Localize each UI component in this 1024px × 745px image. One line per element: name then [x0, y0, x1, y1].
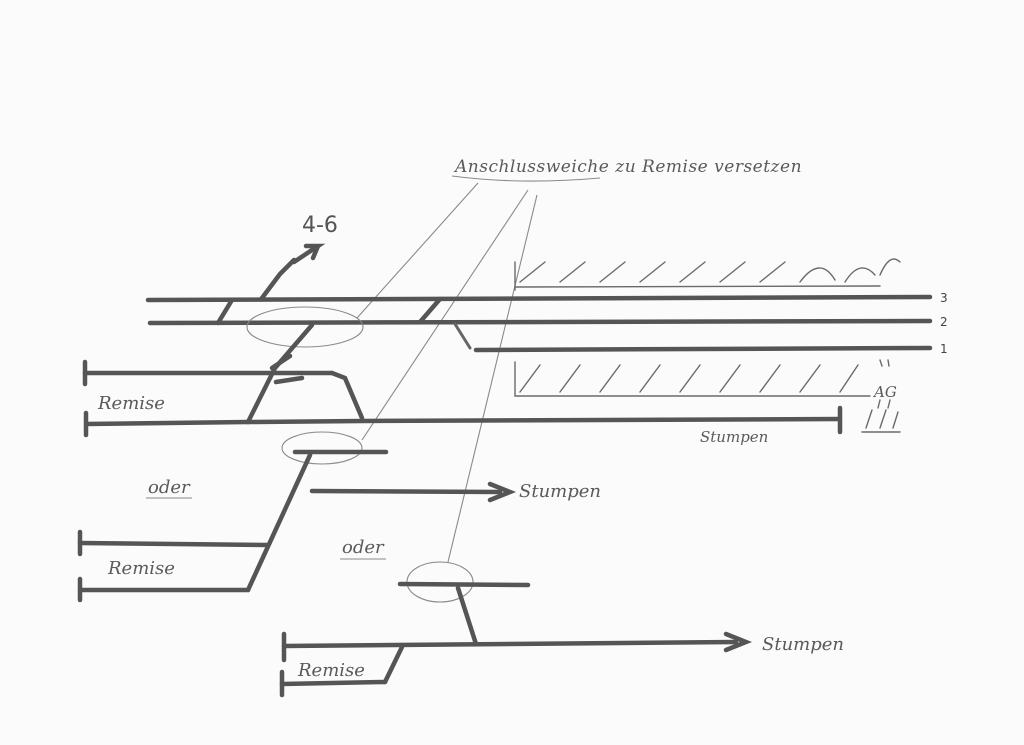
- track-2: [147, 318, 933, 326]
- stumpen-arrow-icon: [723, 631, 753, 653]
- track-2-number: 2: [940, 315, 948, 329]
- track-1-number: 1: [940, 342, 948, 356]
- area-hatching: [861, 399, 901, 433]
- oder-label-1: oder: [148, 477, 191, 498]
- switch-circle-2: [281, 431, 363, 465]
- switch-circle-1: [246, 306, 364, 348]
- remise-label-2: Remise: [107, 558, 175, 579]
- direction-arrow-icon: [291, 243, 326, 265]
- leader-line-1: [356, 182, 479, 319]
- direction-branch: [259, 257, 297, 301]
- area-label: AG: [872, 383, 897, 401]
- stumpen-label-2: Stumpen: [519, 481, 601, 502]
- track-3-number: 3: [940, 291, 948, 305]
- platform-bottom-hatching: [519, 359, 890, 393]
- direction-label: 4-6: [302, 213, 338, 238]
- platform-top-base: [514, 285, 881, 288]
- remise-label-1: Remise: [97, 393, 165, 414]
- remise-track-2a: [77, 540, 271, 548]
- stumpen-label-3: Stumpen: [762, 634, 844, 655]
- remise-label-3: Remise: [297, 660, 365, 681]
- stumpen-track-2: [309, 488, 503, 495]
- main-segment-3: [397, 581, 531, 588]
- stumpen-track-1: [245, 416, 843, 425]
- annotation-underline: [451, 175, 601, 182]
- crossover-left: [215, 297, 235, 326]
- oder-label-2: oder: [342, 537, 385, 558]
- remise-track-3: [279, 679, 388, 687]
- track-1: [473, 345, 933, 353]
- platform-bottom-outline: [514, 361, 871, 397]
- crossover-right: [417, 296, 443, 325]
- branch-to-remise-3: [382, 644, 405, 685]
- stumpen-arrow-icon: [487, 481, 517, 503]
- top-annotation-text: Anschlussweiche zu Remise versetzen: [453, 157, 802, 177]
- leader-line-3: [447, 194, 538, 563]
- stumpen-label-1: Stumpen: [700, 428, 768, 446]
- platform-top-hatching: [519, 258, 901, 283]
- stumpen-track-3: [281, 639, 739, 649]
- remise-track-1b: [83, 419, 251, 427]
- diverge-1: [329, 370, 365, 421]
- turnout-track-1: [453, 322, 472, 350]
- branch-marks: [269, 353, 305, 385]
- leader-line-2: [361, 189, 529, 441]
- track-3: [145, 294, 933, 303]
- branch-down-3: [455, 585, 479, 647]
- branch-to-remise-2: [245, 452, 313, 593]
